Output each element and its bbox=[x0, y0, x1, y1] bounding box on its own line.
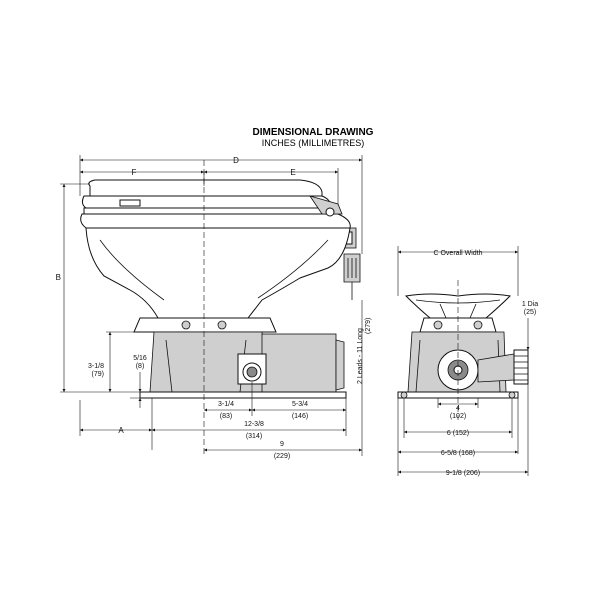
dim-3-1-4-mm-label: (83) bbox=[220, 413, 232, 420]
dim-3-1-8-mm-label: (79) bbox=[92, 371, 104, 378]
dim-e-label: E bbox=[290, 168, 295, 177]
toilet-side-view bbox=[80, 160, 361, 454]
dim-a-label: A bbox=[118, 426, 124, 435]
end-view-dimensions bbox=[397, 246, 530, 476]
dim-5-16-mm-label: (8) bbox=[136, 363, 145, 370]
dim-5-16-label: 5/16 bbox=[133, 355, 147, 362]
dim-b-label: B bbox=[56, 273, 61, 282]
title-sub: INCHES (MILLIMETRES) bbox=[262, 138, 365, 148]
dim-9-1-8-label: 9-1/8 (206) bbox=[446, 470, 480, 477]
dim-5-3-4-label: 5-3/4 bbox=[292, 401, 308, 408]
leads-label: 2 Leads - 11 Long bbox=[357, 328, 364, 384]
dim-9-mm-label: (229) bbox=[274, 453, 290, 460]
dim-9-label: 9 bbox=[280, 441, 284, 448]
dim-3-1-4-label: 3-1/4 bbox=[218, 401, 234, 408]
title-main: DIMENSIONAL DRAWING bbox=[253, 127, 374, 138]
dim-6-label: 6 (152) bbox=[447, 430, 469, 437]
dim-f-label: F bbox=[132, 168, 137, 177]
dim-1-dia-mm-label: (25) bbox=[524, 309, 536, 316]
dim-12-3-8-label: 12-3/8 bbox=[244, 421, 264, 428]
dim-12-3-8-mm-label: (314) bbox=[246, 433, 262, 440]
dim-6-5-8-label: 6-5/8 (168) bbox=[441, 450, 475, 457]
dim-d-label: D bbox=[233, 156, 239, 165]
dim-3-1-8-label: 3-1/8 bbox=[88, 363, 104, 370]
side-view-dimensions bbox=[60, 155, 363, 456]
dim-1-dia-label: 1 Dia bbox=[522, 301, 538, 308]
leads-mm-label: (279) bbox=[365, 318, 372, 334]
dim-5-3-4-mm-label: (146) bbox=[292, 413, 308, 420]
dim-4-label: 4 bbox=[456, 405, 460, 412]
pump-end-view bbox=[397, 280, 529, 420]
dim-4-mm-label: (102) bbox=[450, 413, 466, 420]
dim-c-label: C Overall Width bbox=[433, 250, 482, 257]
